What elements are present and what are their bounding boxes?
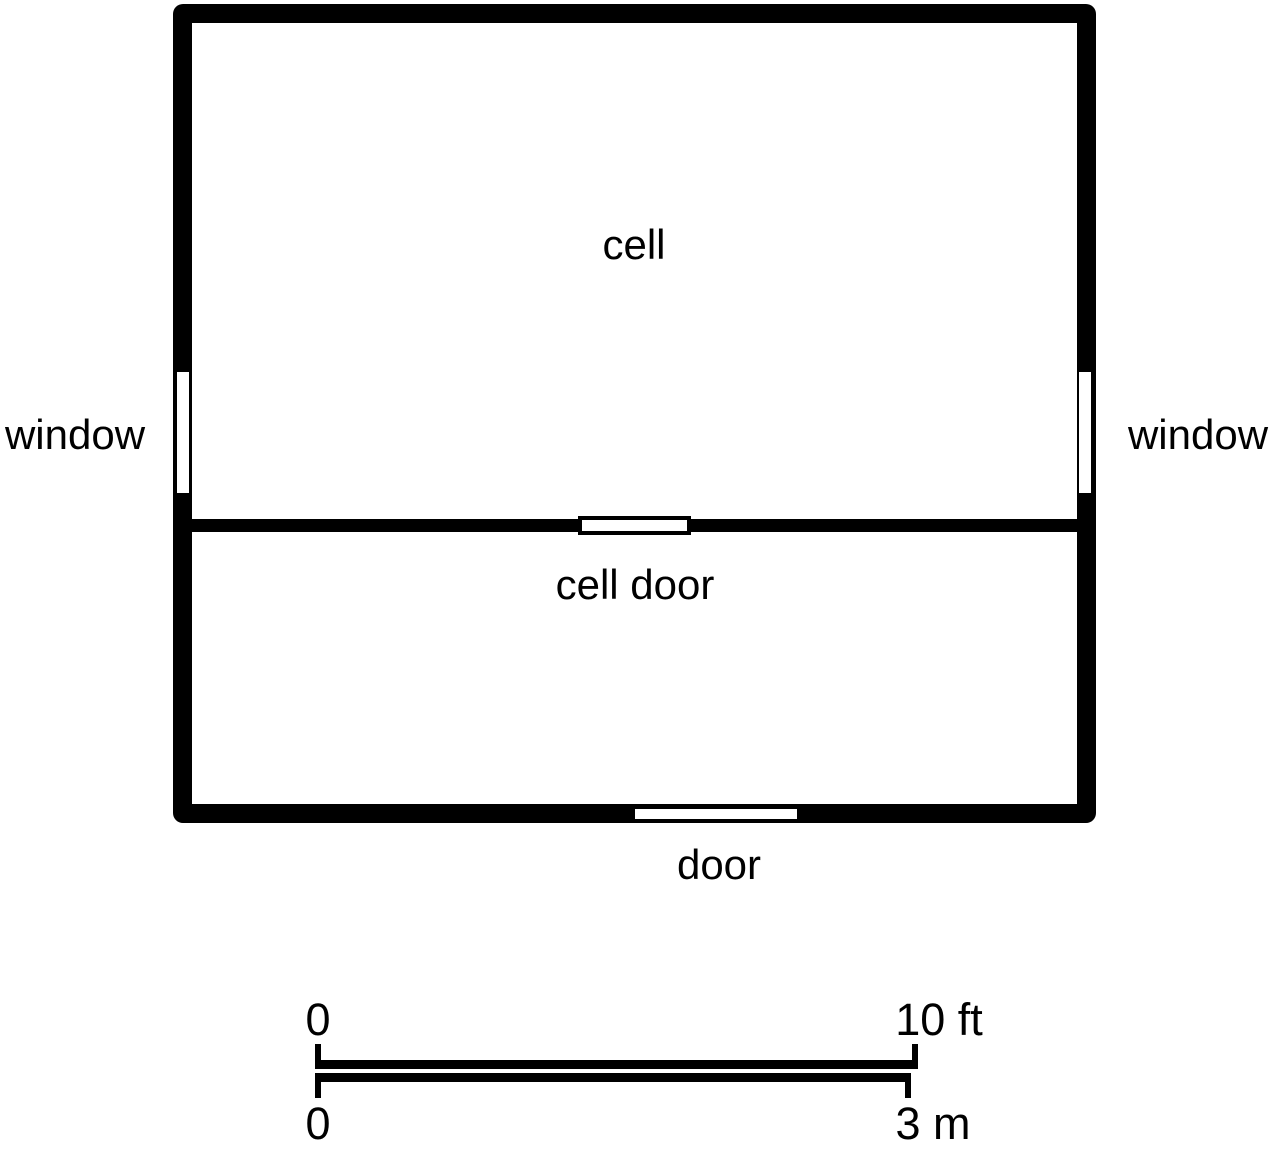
cell-label: cell bbox=[602, 221, 666, 268]
scale-bar-feet bbox=[315, 1060, 918, 1069]
window-right-label: window bbox=[1127, 411, 1269, 458]
scale-meters-tick-left bbox=[315, 1073, 321, 1098]
scale-meters-start-label: 0 bbox=[305, 1098, 331, 1149]
cell-door-label: cell door bbox=[555, 561, 715, 608]
scale-meters-end-label: 3 m bbox=[895, 1098, 971, 1149]
window-symbol-left bbox=[177, 372, 189, 493]
cell-door-symbol bbox=[578, 516, 691, 535]
door-label: door bbox=[676, 841, 762, 888]
scale-bar-meters bbox=[315, 1073, 911, 1082]
window-left-label: window bbox=[4, 411, 146, 458]
window-symbol-right bbox=[1079, 372, 1091, 493]
scale-feet-tick-left bbox=[315, 1044, 321, 1069]
scale-feet-end-label: 10 ft bbox=[895, 994, 983, 1045]
scale-meters-tick-right bbox=[905, 1073, 911, 1098]
building-outline-wall bbox=[173, 4, 1096, 823]
scale-feet-start-label: 0 bbox=[305, 994, 331, 1045]
scale-feet-tick-right bbox=[912, 1044, 918, 1069]
door-opening-symbol bbox=[635, 809, 797, 819]
